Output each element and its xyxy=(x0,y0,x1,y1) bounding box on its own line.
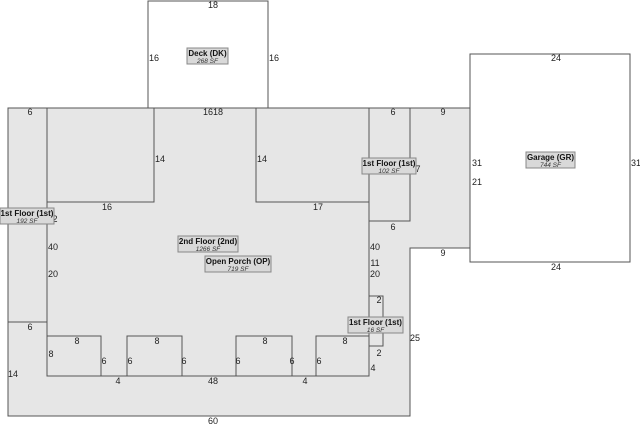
dim-garage-bottom: 24 xyxy=(551,262,561,272)
dim-inner-left-bottom: 16 xyxy=(102,202,112,212)
svg-text:16 SF: 16 SF xyxy=(367,327,385,334)
dim-right-11: 11 xyxy=(370,258,379,268)
svg-text:2nd Floor (2nd): 2nd Floor (2nd) xyxy=(179,237,238,246)
dim-bay4-right: 4 xyxy=(370,363,375,373)
dim-small-top: 2 xyxy=(376,295,381,305)
dim-left-20: 20 xyxy=(48,269,58,279)
dim-bay1-left: 8 xyxy=(48,349,53,359)
dim-connector-bottom: 9 xyxy=(440,248,445,258)
dim-left-strip-top: 6 xyxy=(27,107,32,117)
svg-text:Garage (GR): Garage (GR) xyxy=(527,153,574,162)
dim-left-bottom-6: 6 xyxy=(27,322,32,332)
dim-bay1-right: 6 xyxy=(101,356,106,366)
dim-left-40: 40 xyxy=(48,242,58,252)
dim-garage-left-b: 21 xyxy=(472,177,482,187)
svg-text:744 SF: 744 SF xyxy=(540,162,562,169)
area-label-first-floor-small: 1st Floor (1st) 16 SF xyxy=(347,316,404,334)
area-label-open-porch: Open Porch (OP) 719 SF xyxy=(204,255,272,273)
dim-deck-top: 18 xyxy=(208,0,218,10)
dim-bay2-left: 6 xyxy=(127,356,132,366)
dim-small-bottom: 2 xyxy=(376,348,381,358)
dim-bay2-right: 6 xyxy=(181,356,186,366)
dim-main-top: 1618 xyxy=(203,107,223,117)
svg-text:102 SF: 102 SF xyxy=(379,168,401,175)
dim-right-40: 40 xyxy=(370,242,380,252)
area-label-deck: Deck (DK) 268 SF xyxy=(186,47,229,65)
dim-right-room-right: 7 xyxy=(415,164,420,174)
dim-deck-right: 16 xyxy=(269,53,279,63)
dim-bottom-4-right: 4 xyxy=(302,376,307,386)
dim-connector-top: 9 xyxy=(440,107,445,117)
dim-bottom-mid: 48 xyxy=(208,376,218,386)
area-label-second-floor: 2nd Floor (2nd) 1266 SF xyxy=(177,235,239,253)
svg-text:1266 SF: 1266 SF xyxy=(196,246,222,253)
dim-bay3-left: 6 xyxy=(235,356,240,366)
svg-text:1st Floor (1st): 1st Floor (1st) xyxy=(363,159,416,168)
dim-bay3-top: 8 xyxy=(262,336,267,346)
dim-bay2-top: 8 xyxy=(154,336,159,346)
svg-text:Open Porch (OP): Open Porch (OP) xyxy=(206,257,271,266)
dim-right-20: 20 xyxy=(370,269,380,279)
svg-text:1st Floor (1st): 1st Floor (1st) xyxy=(1,209,54,218)
dim-inner-right-bottom: 17 xyxy=(313,202,323,212)
svg-text:192 SF: 192 SF xyxy=(17,218,39,225)
dim-garage-right: 31 xyxy=(631,158,640,168)
dim-right-room-bottom: 6 xyxy=(390,222,395,232)
area-label-first-floor-left: 1st Floor (1st) 192 SF xyxy=(0,207,55,225)
svg-text:Deck (DK): Deck (DK) xyxy=(188,49,227,58)
dim-inner-left-right: 14 xyxy=(155,154,165,164)
dim-bay4-left: 6 xyxy=(316,356,321,366)
dim-bottom-4-left: 4 xyxy=(115,376,120,386)
svg-text:1st Floor (1st): 1st Floor (1st) xyxy=(349,318,402,327)
dim-bay3-right: 6 xyxy=(289,356,294,366)
svg-text:719 SF: 719 SF xyxy=(228,266,250,273)
dim-garage-top: 24 xyxy=(551,53,561,63)
dim-deck-left: 16 xyxy=(149,53,159,63)
dim-bay4-top: 8 xyxy=(342,336,347,346)
dim-bay1-top: 8 xyxy=(74,336,79,346)
area-label-garage: Garage (GR) 744 SF xyxy=(525,151,576,169)
dim-garage-left-a: 31 xyxy=(472,158,482,168)
dim-inner-right-left: 14 xyxy=(257,154,267,164)
dim-right-room-top: 6 xyxy=(390,107,395,117)
area-label-first-floor-right: 1st Floor (1st) 102 SF xyxy=(361,157,417,175)
dim-right-25: 25 xyxy=(410,333,420,343)
svg-text:268 SF: 268 SF xyxy=(196,58,219,65)
dim-left-14: 14 xyxy=(8,369,18,379)
dim-bottom-60: 60 xyxy=(208,416,218,424)
dim-left-room-right: 2 xyxy=(52,214,57,224)
